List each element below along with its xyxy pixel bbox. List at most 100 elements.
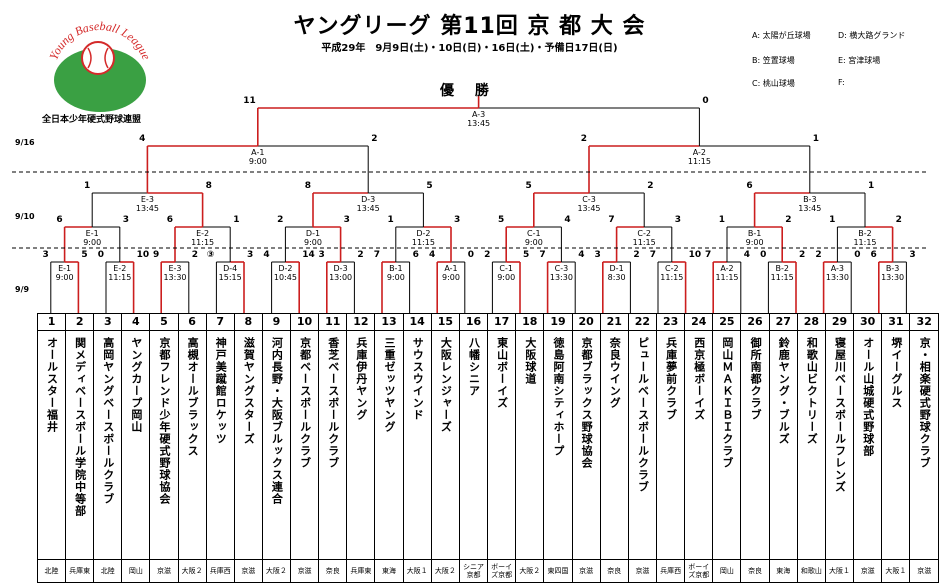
- team-name: 神戸美蹴館ロケッツ: [214, 337, 228, 445]
- team-number: 13: [374, 313, 404, 331]
- team-name-cell: 八幡シニア: [458, 330, 489, 560]
- score-right: 3: [909, 250, 916, 260]
- team-name: オールスター福井: [45, 337, 59, 433]
- match-code: A-2: [692, 148, 707, 157]
- team-number: 27: [768, 313, 798, 331]
- page-title: ヤングリーグ 第11回 京 都 大 会: [293, 14, 646, 39]
- team-prefecture: 大阪２: [177, 559, 207, 583]
- score-right: 1: [233, 215, 240, 225]
- match-time: 11:15: [853, 238, 877, 247]
- team-name: 高岡ヤングベースボールクラブ: [101, 337, 115, 505]
- score-left: 6: [56, 215, 63, 225]
- match-time: 13:00: [329, 273, 353, 282]
- score-right: 5: [81, 250, 88, 260]
- match-time: 11:15: [715, 273, 739, 282]
- team-number: 21: [599, 313, 629, 331]
- score-left: 6: [166, 215, 173, 225]
- match-time: 13:30: [881, 273, 905, 282]
- team-name: 関メディベースボール学院中等部: [73, 337, 87, 517]
- score-right: 2: [895, 215, 902, 225]
- team-name-cell: 香芝ベースボールクラブ: [318, 330, 348, 560]
- score-left: 4: [263, 250, 270, 260]
- team-name-cell: サウスウインド: [402, 330, 432, 560]
- match-code: E-3: [168, 264, 182, 273]
- team-prefecture: 兵庫東: [65, 559, 95, 583]
- team-name-cell: 岡山ＭＡＫＩＢＩクラブ: [712, 330, 742, 560]
- team-prefecture: シニア 京都: [458, 559, 489, 583]
- match-code: D-1: [305, 229, 321, 238]
- league-logo: Young Baseball League: [40, 10, 160, 120]
- team-name-cell: 大阪レンジャーズ: [430, 330, 460, 560]
- team-name-cell: 兵庫伊丹ヤング: [346, 330, 376, 560]
- team-number: 26: [740, 313, 770, 331]
- team-name: 滋賀ヤングスターズ: [242, 337, 256, 445]
- team-number: 6: [177, 313, 207, 331]
- match-time: 11:15: [660, 273, 684, 282]
- team-name: 大阪球道: [523, 337, 537, 385]
- score-left: 1: [83, 181, 91, 191]
- match-time: 11:15: [632, 238, 656, 247]
- team-prefecture: 東四国: [543, 559, 573, 583]
- team-name: 東山ボーイズ: [495, 337, 509, 409]
- team-prefecture: 京滋: [853, 559, 883, 583]
- score-left: 2: [484, 250, 491, 260]
- score-left: 7: [649, 250, 656, 260]
- team-name: 京都ブラックス野球協会: [580, 337, 594, 469]
- match-time: 11:15: [770, 273, 794, 282]
- score-right: 4: [564, 215, 571, 225]
- team-name-cell: 兵庫夢前クラブ: [656, 330, 686, 560]
- team-name: オール山城硬式野球部: [861, 337, 875, 457]
- team-prefecture: 兵庫西: [656, 559, 686, 583]
- team-name-cell: 寝屋川ベースボールフレンズ: [824, 330, 855, 560]
- team-number: 2: [65, 313, 95, 331]
- team-number: 18: [515, 313, 545, 331]
- team-number: 9: [261, 313, 291, 331]
- match-code: B-1: [747, 229, 762, 238]
- match-code: C-2: [665, 264, 679, 273]
- team-name: 河内長野・大阪ブルックス連合: [270, 337, 284, 505]
- team-prefecture: 奈良: [318, 559, 348, 583]
- team-prefecture: 岡山: [121, 559, 151, 583]
- team-name-cell: 京都フレンド少年硬式野球協会: [149, 330, 179, 560]
- match-time: 9:00: [55, 273, 74, 282]
- team-prefecture: 大阪１: [881, 559, 911, 583]
- team-prefecture: 京滋: [571, 559, 601, 583]
- team-prefecture: ボーイ ズ京都: [487, 559, 517, 583]
- team-name-cell: 東山ボーイズ: [487, 330, 517, 560]
- team-name: 御所南都クラブ: [749, 337, 763, 421]
- score-right: 2: [191, 250, 199, 260]
- match-code: C-3: [554, 264, 569, 273]
- score-left: 3: [42, 250, 49, 260]
- team-name-cell: 徳島阿南シティホープ: [543, 330, 573, 560]
- score-right: 2: [633, 250, 640, 260]
- team-name-cell: 堺イーグルス: [881, 330, 911, 560]
- score-right: 5: [523, 250, 530, 260]
- team-number: 19: [543, 313, 573, 331]
- team-number: 14: [402, 313, 432, 331]
- team-name: ピュールベースボールクラブ: [636, 337, 650, 493]
- match-code: D-3: [333, 264, 348, 273]
- score-right: 14: [302, 250, 315, 260]
- team-name: 堺イーグルス: [889, 337, 903, 409]
- team-prefecture: 大阪１: [824, 559, 855, 583]
- team-name-cell: 御所南都クラブ: [740, 330, 770, 560]
- team-number: 22: [627, 313, 658, 331]
- team-number: 10: [289, 313, 320, 331]
- team-name-cell: 京・相楽硬式野球クラブ: [909, 330, 939, 560]
- score-right: 2: [785, 215, 792, 225]
- team-name-cell: 神戸美蹴館ロケッツ: [205, 330, 235, 560]
- page-subtitle: 平成29年 9月9日(土)・10日(日)・16日(土)・予備日17日(日): [321, 43, 618, 54]
- match-code: E-1: [85, 229, 99, 238]
- match-time: 9:00: [524, 238, 543, 247]
- team-prefecture: 京滋: [289, 559, 320, 583]
- team-name: 京都フレンド少年硬式野球協会: [157, 337, 171, 505]
- round-date-round1: 9/9: [15, 285, 30, 294]
- venue-f: F:: [838, 78, 845, 87]
- team-name-cell: 大阪球道: [515, 330, 545, 560]
- score-left: 2: [815, 250, 822, 260]
- team-number: 29: [824, 313, 855, 331]
- team-name-cell: 高槻オールブラックス: [177, 330, 207, 560]
- match-code: B-1: [389, 264, 403, 273]
- team-prefecture: 京滋: [233, 559, 263, 583]
